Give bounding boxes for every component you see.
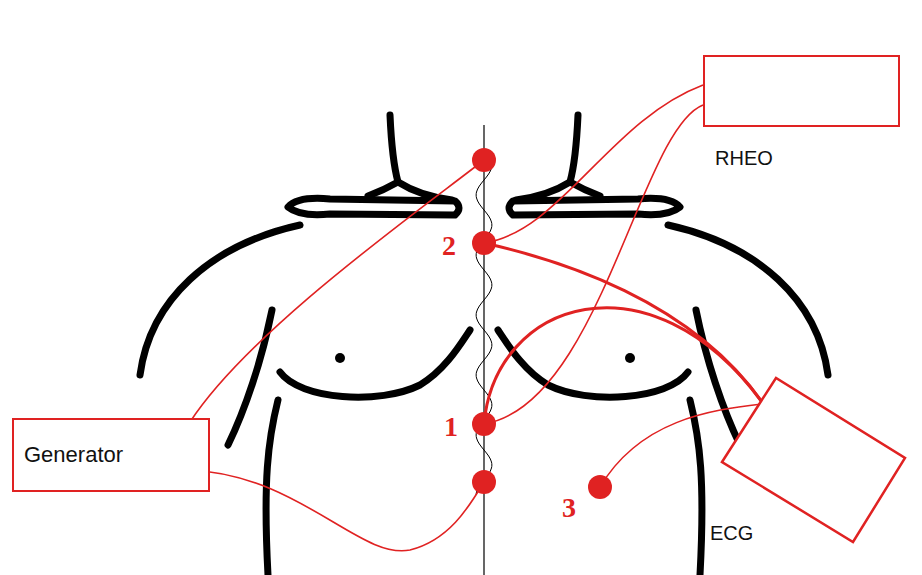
electrode bbox=[472, 412, 496, 436]
ecg-box: ECG bbox=[715, 370, 922, 550]
chest-line bbox=[280, 330, 470, 397]
generator-wire bbox=[190, 160, 484, 422]
rheo-wire bbox=[484, 85, 703, 243]
generator-wire bbox=[190, 470, 484, 551]
clavicle bbox=[509, 198, 680, 215]
arm-line bbox=[228, 310, 272, 445]
wires bbox=[190, 85, 762, 551]
nipple bbox=[625, 353, 635, 363]
shoulder-line bbox=[668, 225, 828, 375]
box-label: ECG bbox=[710, 522, 753, 545]
callout-number: 2 bbox=[442, 232, 456, 260]
ecg-wire bbox=[484, 243, 762, 402]
current-wave bbox=[476, 150, 492, 495]
ecg-wire bbox=[484, 308, 762, 424]
neck-line bbox=[570, 115, 600, 196]
body-side bbox=[690, 400, 702, 575]
shoulder-line bbox=[140, 225, 300, 375]
generator-box: Generator bbox=[12, 418, 210, 492]
nipple bbox=[335, 353, 345, 363]
rheo-wire bbox=[484, 105, 703, 424]
electrode bbox=[472, 231, 496, 255]
box-label: RHEO bbox=[715, 147, 773, 170]
torso-outline bbox=[140, 115, 828, 575]
midline bbox=[483, 125, 484, 575]
electrode bbox=[588, 475, 612, 499]
rheo-box: RHEO bbox=[703, 55, 900, 127]
electrode bbox=[472, 470, 496, 494]
neck-line bbox=[368, 115, 398, 196]
callout-number: 3 bbox=[562, 494, 576, 522]
ecg-housing-outline bbox=[722, 378, 905, 542]
callout-number: 1 bbox=[444, 413, 458, 441]
chest-line bbox=[498, 330, 688, 397]
box-label: Generator bbox=[24, 442, 123, 467]
electrodes bbox=[472, 148, 612, 499]
clavicle bbox=[288, 198, 459, 215]
arm-line bbox=[696, 310, 740, 445]
electrode bbox=[472, 148, 496, 172]
